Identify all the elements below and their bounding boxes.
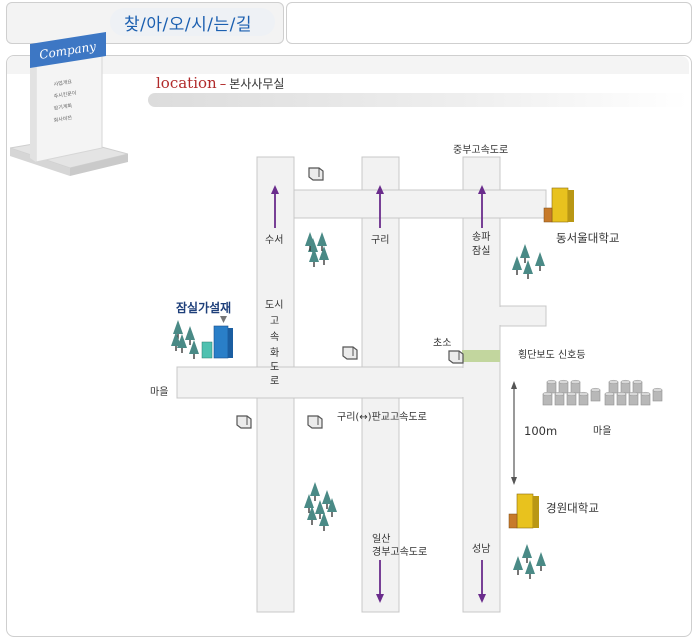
sidebar-item-overview[interactable]: 사업개요 bbox=[53, 78, 73, 88]
sidebar-item-plan[interactable]: 장기계획 bbox=[53, 102, 72, 112]
label-seongnam: 성남 bbox=[472, 543, 490, 555]
label-city-highway-4: 화 bbox=[270, 347, 279, 359]
label-city-highway-1: 도시 bbox=[265, 299, 283, 311]
dongseoul-univ-building-icon bbox=[543, 187, 574, 223]
company-pointer-icon bbox=[220, 316, 227, 323]
tree-cluster bbox=[512, 244, 545, 279]
label-ilsan-1: 일산 bbox=[372, 533, 390, 545]
location-heading: location–본사사무실 bbox=[156, 73, 284, 92]
tree-cluster bbox=[304, 482, 337, 531]
company-brand-tag bbox=[30, 32, 106, 68]
main-cross-road bbox=[176, 366, 464, 399]
label-city-highway-5: 도 bbox=[270, 362, 279, 373]
content-panel bbox=[6, 55, 692, 637]
company-building-icon bbox=[201, 325, 233, 359]
sidebar-item-vision[interactable]: 회사비전 bbox=[53, 114, 73, 124]
house-icon bbox=[236, 415, 252, 429]
label-kyungwon-univ: 경원대학교 bbox=[546, 501, 599, 515]
village-cluster-right bbox=[604, 379, 663, 406]
tree-cluster bbox=[305, 232, 329, 267]
kyungwon-univ-building-icon bbox=[508, 493, 539, 529]
label-expressway-top: 중부고속도로 bbox=[453, 144, 508, 156]
label-guri-pangyo: 구리(↔)판교고속도로 bbox=[337, 411, 427, 423]
direction-arrows bbox=[271, 185, 486, 603]
location-dash: – bbox=[219, 77, 227, 92]
label-village-left: 마을 bbox=[150, 386, 168, 398]
label-city-highway-6: 로 bbox=[270, 376, 279, 387]
tree-cluster bbox=[171, 320, 199, 359]
location-subtitle: 본사사무실 bbox=[229, 77, 285, 91]
house-icon bbox=[308, 167, 324, 181]
crosswalk-marker bbox=[462, 350, 500, 362]
label-ilsan-2: 경부고속도로 bbox=[372, 545, 427, 558]
label-distance: 100m bbox=[524, 424, 557, 438]
label-company-marker: 잠실가설재 bbox=[176, 300, 231, 315]
village-cluster-left bbox=[542, 379, 601, 406]
directions-map: 중부고속도로 수서 구리 송파 잠실 도시 고 속 화 도 로 구리(↔)판교고… bbox=[150, 144, 663, 613]
short-right-road bbox=[499, 305, 547, 327]
location-underline bbox=[148, 93, 688, 107]
label-dongseoul-univ: 동서울대학교 bbox=[556, 231, 619, 245]
label-city-highway-2: 고 bbox=[270, 316, 279, 327]
label-suseo: 수서 bbox=[265, 234, 283, 246]
label-songpa: 송파 bbox=[472, 231, 490, 243]
page-title: 찾/아/오/시/는/길 bbox=[124, 15, 252, 35]
label-village-right: 마을 bbox=[593, 425, 611, 437]
house-icon bbox=[448, 350, 464, 364]
company-sidebar: Company 사업개요 주시킨문이 장기계획 회사비전 bbox=[10, 32, 128, 176]
label-city-highway-3: 속 bbox=[270, 331, 279, 343]
tree-cluster bbox=[513, 544, 546, 579]
label-jamsil: 잠실 bbox=[472, 245, 490, 257]
house-icon bbox=[342, 346, 358, 360]
location-word: location bbox=[156, 74, 217, 92]
label-checkpoint: 초소 bbox=[433, 337, 451, 349]
header-title-pill bbox=[110, 8, 275, 36]
top-cross-road bbox=[293, 189, 547, 219]
header-tab-right bbox=[286, 2, 692, 44]
label-crosswalk: 횡단보도 신호등 bbox=[518, 349, 586, 361]
roads bbox=[176, 156, 547, 613]
sidebar-item-directions[interactable]: 주시킨문이 bbox=[53, 89, 77, 100]
house-icon bbox=[307, 415, 323, 429]
distance-marker bbox=[511, 381, 517, 485]
label-guri: 구리 bbox=[371, 234, 389, 246]
content-top-band bbox=[7, 56, 689, 74]
